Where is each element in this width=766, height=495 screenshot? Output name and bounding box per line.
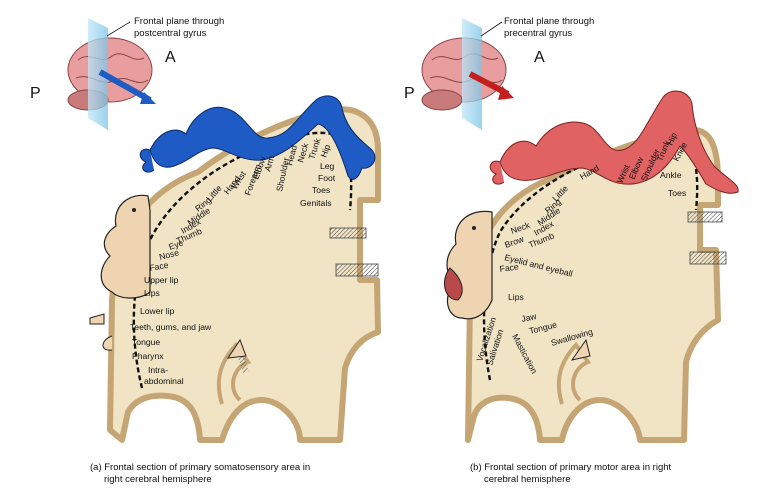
caption-b-line1: (b) Frontal section of primary motor are… xyxy=(470,462,672,473)
header-line2-a: postcentral gyrus xyxy=(134,28,207,39)
brain-inset-a xyxy=(67,18,156,130)
label-lower-lip: Lower lip xyxy=(140,306,175,316)
label-abdominal: abdominal xyxy=(144,376,184,386)
label-genitals: Genitals xyxy=(300,198,332,208)
header-line1-b: Frontal plane through xyxy=(504,16,594,27)
label-jaw: Jaw xyxy=(520,311,538,324)
panel-b: Frontal plane through precentral gyrus P… xyxy=(404,16,739,443)
label-tongue-a: Tongue xyxy=(132,337,160,347)
caption-a-line2: right cerebral hemisphere xyxy=(104,473,212,485)
header-line2-b: precentral gyrus xyxy=(504,28,572,39)
label-toes-b: Toes xyxy=(668,188,686,198)
caption-a-line1: (a) Frontal section of primary somatosen… xyxy=(90,462,311,473)
label-lips-b: Lips xyxy=(508,292,524,302)
label-pharynx: Pharynx xyxy=(132,351,164,361)
brain-section-a xyxy=(107,106,381,443)
panel-a: Frontal plane through postcentral gyrus … xyxy=(30,16,381,443)
brain-inset-b xyxy=(421,18,514,130)
homunculus-b xyxy=(499,90,739,194)
header-line1-a: Frontal plane through xyxy=(134,16,224,27)
caption-a: (a) Frontal section of primary somatosen… xyxy=(90,462,390,485)
label-nose: Nose xyxy=(158,247,180,262)
label-p-b: P xyxy=(404,85,415,102)
homunculus-a xyxy=(149,95,376,180)
label-ankle: Ankle xyxy=(660,170,682,180)
label-toes-a: Toes xyxy=(312,185,330,195)
label-leg: Leg xyxy=(320,161,335,171)
label-intra: Intra- xyxy=(148,365,168,375)
label-teeth: Teeth, gums, and jaw xyxy=(130,322,212,332)
face-profile-a xyxy=(100,194,151,299)
caption-b: (b) Frontal section of primary motor are… xyxy=(470,462,760,485)
caption-b-line2: cerebral hemisphere xyxy=(484,473,571,485)
label-a-b: A xyxy=(534,49,545,66)
label-face-b: Face xyxy=(499,261,520,274)
label-p-a: P xyxy=(30,85,41,102)
label-eye: Eye xyxy=(167,237,185,252)
label-arm: Arm xyxy=(262,155,276,173)
label-lips-a: Lips xyxy=(144,288,160,298)
label-hip-a: Hip xyxy=(318,143,332,159)
label-upper-lip: Upper lip xyxy=(144,275,179,285)
label-a-a: A xyxy=(165,49,176,66)
brain-section-b xyxy=(465,126,721,443)
label-foot: Foot xyxy=(318,173,336,183)
label-head: Head xyxy=(284,144,299,167)
label-face-a: Face xyxy=(149,260,170,273)
face-profile-b xyxy=(446,210,493,320)
label-hip-b: Hip xyxy=(665,131,679,147)
